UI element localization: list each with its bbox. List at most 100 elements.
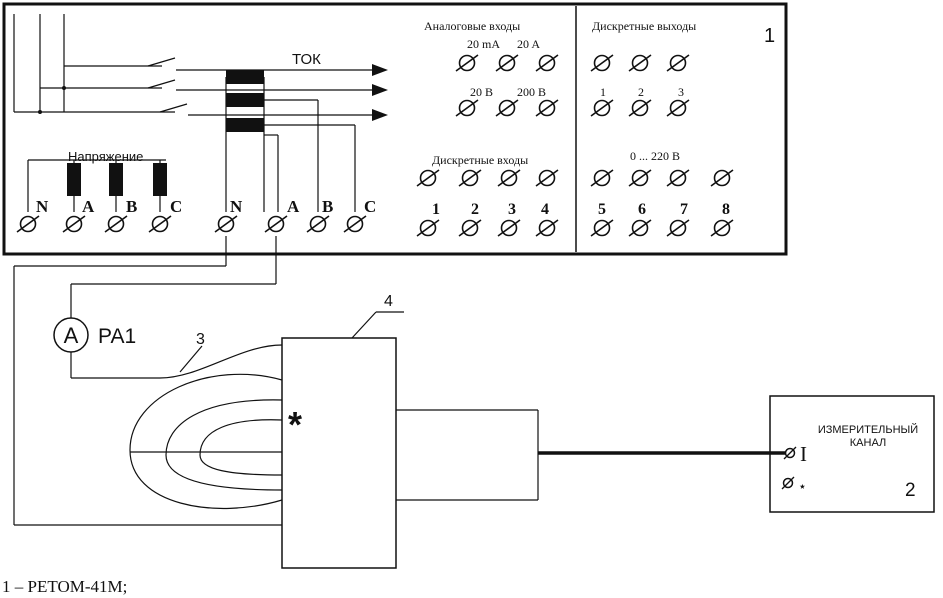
discrete-output-terminal[interactable] <box>710 169 734 187</box>
sensor-number: 4 <box>384 293 393 310</box>
sensor-box <box>281 337 397 569</box>
ammeter-label: PA1 <box>98 325 136 348</box>
discrete-output-terminal[interactable] <box>710 219 734 237</box>
discrete-inputs-title: Дискретные входы <box>432 153 528 167</box>
channel-input-star: ⋆ <box>798 478 807 494</box>
current-terminal-label: B <box>322 197 333 216</box>
voltage-coil <box>109 163 123 196</box>
figure-caption: 1 – РЕТОМ-41М; <box>2 577 127 596</box>
analog-input-terminal[interactable] <box>455 99 479 117</box>
current-wiring <box>225 77 356 212</box>
clamp-leader <box>179 345 203 373</box>
current-coil <box>226 118 264 132</box>
analog-inputs-title: Аналоговые входы <box>424 19 520 33</box>
analog-input-terminal[interactable] <box>535 54 559 72</box>
discrete-input-terminal[interactable] <box>497 169 521 187</box>
current-terminal-label: A <box>287 197 300 216</box>
discrete-input-terminal[interactable] <box>535 169 559 187</box>
current-coil <box>226 70 264 84</box>
channel-input-i: I <box>800 442 807 466</box>
current-terminal-label: C <box>364 197 376 216</box>
voltage-wiring <box>27 159 166 212</box>
channel-input-terminal[interactable] <box>784 447 796 459</box>
arrow-icon <box>372 64 388 76</box>
discrete-outputs-title: Дискретные выходы <box>592 19 696 33</box>
voltage-coil <box>153 163 167 196</box>
discrete-output-label: 8 <box>722 201 730 218</box>
discrete-input-terminal[interactable] <box>458 219 482 237</box>
discrete-input-terminal[interactable] <box>535 219 559 237</box>
arrow-icon <box>372 84 388 96</box>
voltage-terminal-c[interactable] <box>148 215 172 233</box>
external-wiring <box>13 236 786 526</box>
discrete-output-label: 2 <box>638 85 644 99</box>
discrete-input-label: 4 <box>541 201 549 218</box>
current-terminal-b[interactable] <box>306 215 330 233</box>
discrete-output-voltage: 0 ... 220 В <box>630 149 680 163</box>
channel-star-terminal-slash <box>781 476 795 490</box>
analog-input-terminal[interactable] <box>535 99 559 117</box>
channel-input-terminal-slash <box>783 446 797 460</box>
ammeter-symbol: A <box>64 323 79 348</box>
discrete-input-label: 1 <box>432 201 440 218</box>
discrete-output-label: 7 <box>680 201 688 218</box>
discrete-output-label: 3 <box>678 85 684 99</box>
voltage-terminal-label: A <box>82 197 95 216</box>
channel-title: КАНАЛ <box>850 437 887 449</box>
analog-input-terminal[interactable] <box>495 54 519 72</box>
discrete-output-terminal[interactable] <box>666 99 690 117</box>
arrow-icon <box>372 109 388 121</box>
discrete-output-terminal[interactable] <box>628 219 652 237</box>
discrete-input-terminal[interactable] <box>416 169 440 187</box>
discrete-output-terminal[interactable] <box>628 99 652 117</box>
ammeter-circle <box>53 317 89 353</box>
device-number: 1 <box>764 25 775 47</box>
current-terminal-c[interactable] <box>343 215 367 233</box>
analog-input-label: 20 mA <box>467 37 500 51</box>
current-coil <box>226 93 264 107</box>
clamp-number: 3 <box>196 331 205 348</box>
analog-input-terminal[interactable] <box>455 54 479 72</box>
discrete-output-terminal[interactable] <box>666 54 690 72</box>
discrete-input-terminal[interactable] <box>458 169 482 187</box>
discrete-output-label: 1 <box>600 85 606 99</box>
current-terminal-a[interactable] <box>264 215 288 233</box>
voltage-terminal-label: B <box>126 197 137 216</box>
discrete-output-label: 6 <box>638 201 646 218</box>
voltage-terminal-a[interactable] <box>62 215 86 233</box>
discrete-output-terminal[interactable] <box>590 219 614 237</box>
discrete-output-terminal[interactable] <box>590 99 614 117</box>
discrete-output-label: 5 <box>598 201 606 218</box>
voltage-terminal-label: C <box>170 197 182 216</box>
discrete-output-terminal[interactable] <box>628 169 652 187</box>
analog-input-label: 20 A <box>517 37 540 51</box>
channel-star-terminal[interactable] <box>782 477 794 489</box>
discrete-output-terminal[interactable] <box>590 169 614 187</box>
voltage-label: Напряжение <box>68 149 143 164</box>
discrete-output-terminal[interactable] <box>628 54 652 72</box>
analog-input-label: 20 B <box>470 85 493 99</box>
discrete-input-label: 2 <box>471 201 479 218</box>
sensor-leader <box>351 311 377 339</box>
discrete-output-terminal[interactable] <box>590 54 614 72</box>
voltage-coil <box>67 163 81 196</box>
discrete-input-terminal[interactable] <box>497 219 521 237</box>
sensor-marker: * <box>288 404 302 445</box>
voltage-terminal-n[interactable] <box>16 215 40 233</box>
discrete-input-terminal[interactable] <box>416 219 440 237</box>
current-terminal-n[interactable] <box>214 215 238 233</box>
current-terminal-label: N <box>230 197 243 216</box>
tok-label: ТОК <box>292 51 321 68</box>
channel-number: 2 <box>905 480 916 501</box>
phase-bus <box>13 14 372 116</box>
voltage-terminal-b[interactable] <box>104 215 128 233</box>
device-box <box>2 2 788 256</box>
voltage-terminal-label: N <box>36 197 49 216</box>
analog-input-terminal[interactable] <box>495 99 519 117</box>
discrete-output-terminal[interactable] <box>666 219 690 237</box>
discrete-output-terminal[interactable] <box>666 169 690 187</box>
analog-input-label: 200 B <box>517 85 546 99</box>
discrete-input-label: 3 <box>508 201 516 218</box>
